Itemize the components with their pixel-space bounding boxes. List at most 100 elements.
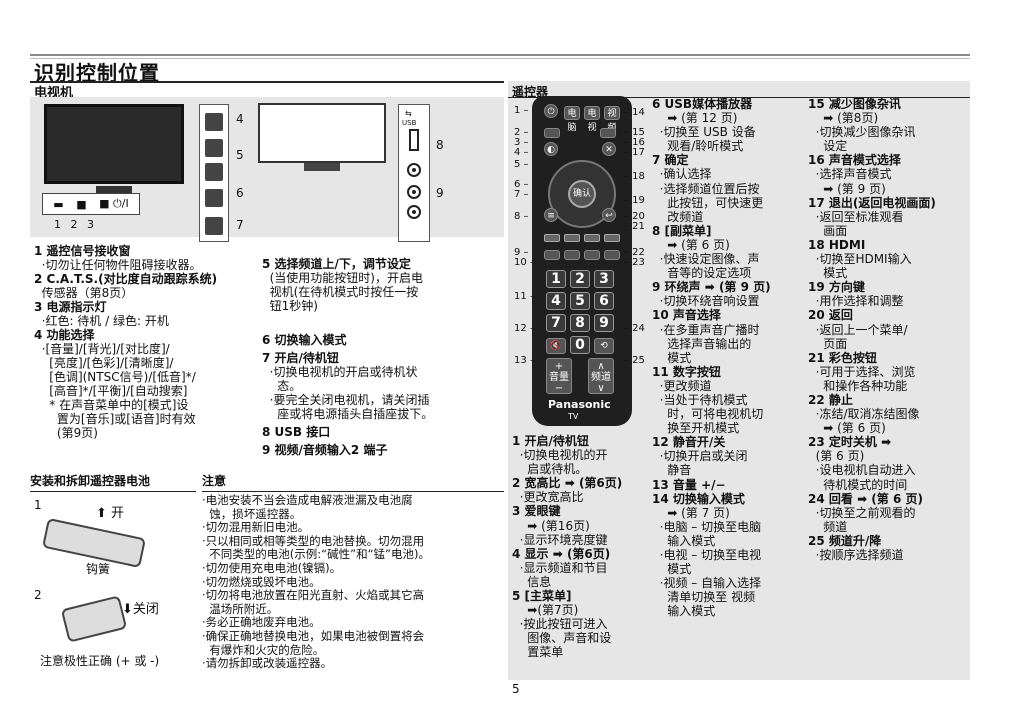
caution-line: 有爆炸和火灾的危险。 [202,642,325,657]
remote-col1-item-line: ·显示频道和节目 [512,560,608,575]
tv-left-item-number: 3 [34,300,47,314]
caution-line: ·务必正确地废弃电池。 [202,615,321,630]
power-indicator-icon: ■ ⏻/I [99,197,129,210]
remote-number-6: 6 [594,292,614,310]
tv-controls-list-left: 1 遥控信号接收窗 ·切勿让任何物件阻碍接收器。2 C.A.T.S.(对比度自动… [34,244,217,440]
remote-col3-item-22: 22 静止 [808,393,936,407]
remote-col1-item-3: 3 爱眼键 [512,504,622,518]
remote-col2-item-line: 输入模式 [652,533,716,548]
remote-col3-item-line: ➡ (第8页) [808,111,879,126]
caution-heading: 注意 [202,472,504,492]
remote-col3-item-19: 19 方向键 [808,280,936,294]
remote-col3-item-title: HDMI [828,237,866,252]
tv-left-item-line: ·红色: 待机 / 绿色: 开机 [34,314,169,328]
remote-callout-3: 3 – [514,137,529,148]
battery-install-section: 安装和拆卸遥控器电池 1 ⬆ 开 钩簧 2 ⬇关闭 注意极性正确 (+ 或 -) [30,472,196,682]
remote-col1-item-number: 3 [512,504,525,519]
remote-col2-item-line: ·切换开启或关闭 [652,449,748,464]
remote-callout-14: – 14 [624,107,645,118]
remote-callout-20: – 20 [624,211,645,222]
remote-col1-item-5: 5 [主菜单] [512,589,622,603]
remote-col3-item-number: 16 [808,153,829,168]
remote-col2-item-number: 8 [652,223,665,238]
remote-col2-item-line: 时，可将电视机切 [652,407,764,422]
remote-number-5: 5 [570,292,590,310]
remote-col3-item-21: 21 彩色按钮 [808,351,936,365]
remote-col2-item-number: 14 [652,491,673,506]
remote-col2-item-line: 此按钮，可快速更 [652,195,764,210]
callout-8: 8 [436,138,444,152]
remote-col3-item-line: 设定 [808,139,848,154]
remote-col3-item-title: 彩色按钮 [828,350,877,365]
caution-line: ·请勿拆卸或改装遥控器。 [202,656,333,671]
remote-col2-item-line: 模式 [652,562,692,577]
remote-col3-item-number: 22 [808,392,829,407]
remote-col1-item-line: 信息 [512,574,552,589]
remote-col3-item-title: 退出(返回电视画面) [828,195,936,210]
remote-col3-item-23: 23 定时关机 ➡ [808,435,936,449]
tv-right-item-9: 9 视频/音频输入2 端子 [262,443,433,457]
remote-col3-item-number: 18 [808,237,829,252]
remote-col2-item-line: 观看/聆听模式 [652,139,744,154]
tv-front-panel-closeup: ▬ ■ ■ ⏻/I [42,193,140,215]
remote-col3-item-line: ·用作选择和调整 [808,294,904,309]
tv-left-item-1: 1 遥控信号接收窗 [34,244,217,258]
remote-callout-11: 11 – [514,291,535,302]
remote-col3-item-line: ·设电视机自动进入 [808,463,916,478]
remote-number-1: 1 [546,270,566,288]
remote-col3-item-20: 20 返回 [808,308,936,322]
remote-col3-item-line: ·切换至之前观看的 [808,505,916,520]
remote-col1-item-number: 2 [512,476,525,491]
polarity-note: 注意极性正确 (+ 或 -) [40,654,160,668]
remote-col2-item-line: 静音 [652,463,692,478]
tv-right-item-7: 7 开启/待机钮 [262,351,433,365]
remote-nr-button [600,128,616,138]
remote-callout-18: – 18 [624,171,645,182]
video-jack-illustration [407,163,421,177]
tv-right-item-6: 6 切换输入模式 [262,333,433,347]
tv-front-illustration [44,104,184,184]
remote-sound-select-button [564,250,580,260]
remote-col3-item-18: 18 HDMI [808,238,936,252]
tv-right-item-line: 座或将电源插头自插座拔下。 [262,407,434,421]
remote-col3-item-number: 15 [808,97,829,111]
remote-callout-22: – 22 [624,247,645,258]
remote-col1-item-title: 开启/待机钮 [524,434,589,448]
remote-number-2: 2 [570,270,590,288]
remote-col2-item-line: ·电视 – 切换至电视 [652,548,762,562]
tv-left-item-line: 传感器（第8页） [34,286,134,300]
remote-col1-item-number: 4 [512,546,525,561]
battery-install-heading: 安装和拆卸遥控器电池 [30,472,196,492]
remote-callout-6: 6 – [514,179,529,190]
remote-power-icon: ⏻ [544,104,558,118]
remote-col3-item-line: ➡ (第 9 页) [808,181,886,196]
remote-col2-item-12: 12 静音开/关 [652,435,771,449]
remote-col2-item-number: 9 [652,280,665,295]
remote-col2-item-number: 6 [652,97,665,111]
tv-right-item-5: 5 选择频道上/下，调节设定 [262,257,433,271]
tv-left-item-number: 2 [34,272,47,286]
tv-right-item-number: 6 [262,333,275,347]
remote-blue-button [604,234,620,242]
remote-col2-item-title: 切换输入模式 [672,491,745,506]
tv-right-item-title: 开启/待机钮 [274,351,339,365]
cats-sensor-icon: ■ [76,197,87,211]
remote-col3-item-title: 方向键 [828,280,865,295]
remote-list-column-2: 6 USB媒体播放器 ➡ (第 12 页) ·切换至 USB 设备 观看/聆听模… [652,97,771,618]
remote-col2-item-line: ➡ (第 7 页) [652,505,730,520]
remote-col2-item-title: 确定 [664,153,689,168]
tv-right-item-number: 8 [262,425,275,439]
remote-col2-item-title: 声音选择 [672,308,721,323]
remote-col2-item-line: ➡ (第 6 页) [652,237,730,252]
tv-right-item-line: 钮1秒钟) [262,299,318,313]
remote-number-9: 9 [594,314,614,332]
callout-9: 9 [436,186,444,200]
remote-col1-item-line: ·切换电视机的开 [512,448,608,463]
tv-right-item-title: 视频/音频输入2 端子 [274,443,388,457]
caution-line: ·确保正确地替换电池，如果电池被倒置将会 [202,628,425,643]
tv-right-item-number: 7 [262,351,275,365]
tv-controls-list-right: 5 选择频道上/下，调节设定 (当使用功能按钮时)，开启电 视机(在待机模式时按… [262,257,433,457]
remote-col1-item-line: ➡(第7页) [512,603,579,618]
remote-col3-item-number: 24 [808,491,829,506]
usb-port-illustration [409,129,419,151]
